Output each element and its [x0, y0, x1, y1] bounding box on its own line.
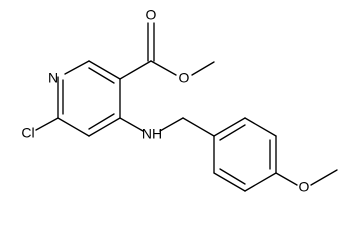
bond-ether-o-methyl	[310, 169, 338, 186]
atom-label-ester-oxygen: O	[179, 70, 190, 86]
methyl-ester-group	[119, 22, 215, 80]
bond-ar4-ar5	[244, 172, 277, 192]
bond-c2-cl	[35, 117, 59, 131]
chloro-substituent	[35, 117, 59, 131]
bond-carbonyl-ester-o	[150, 60, 177, 76]
methoxyphenyl-ring	[213, 117, 277, 192]
bond-ester-o-methyl	[191, 61, 215, 76]
atom-label-ether-oxygen: O	[299, 179, 310, 195]
atom-label-amine: NH	[142, 126, 162, 142]
bond-c5-c6	[88, 60, 121, 80]
bond-c6-n	[64, 60, 90, 75]
pyridine-ring	[57, 60, 121, 137]
amine-linker	[119, 117, 215, 137]
bond-ar2-ar3	[244, 117, 277, 137]
atom-label-carbonyl-oxygen: O	[146, 7, 157, 23]
bond-c5-carbonyl	[119, 60, 152, 80]
bond-nh-ch2	[159, 117, 184, 132]
bond-c3-c4-inner	[88, 113, 115, 130]
bond-ar5-ar6	[213, 172, 246, 192]
bond-ar4-ether-o	[275, 172, 298, 186]
bond-c5-c6-inner	[88, 67, 115, 84]
atom-label-ring-nitrogen: N	[48, 70, 58, 86]
atom-label-chlorine: Cl	[21, 125, 34, 141]
bond-ch2-aryl	[182, 117, 215, 137]
bond-ar1-ar2-inner	[219, 124, 246, 141]
chemical-structure-diagram: N Cl NH O O O	[21, 7, 338, 195]
bond-ar1-ar2	[213, 117, 246, 137]
bond-c2-c3	[57, 117, 90, 137]
bond-c4-nh	[119, 117, 144, 132]
bond-c3-c4	[88, 117, 121, 137]
methoxy-group	[275, 169, 338, 186]
bond-ar5-ar6-inner	[219, 168, 246, 185]
